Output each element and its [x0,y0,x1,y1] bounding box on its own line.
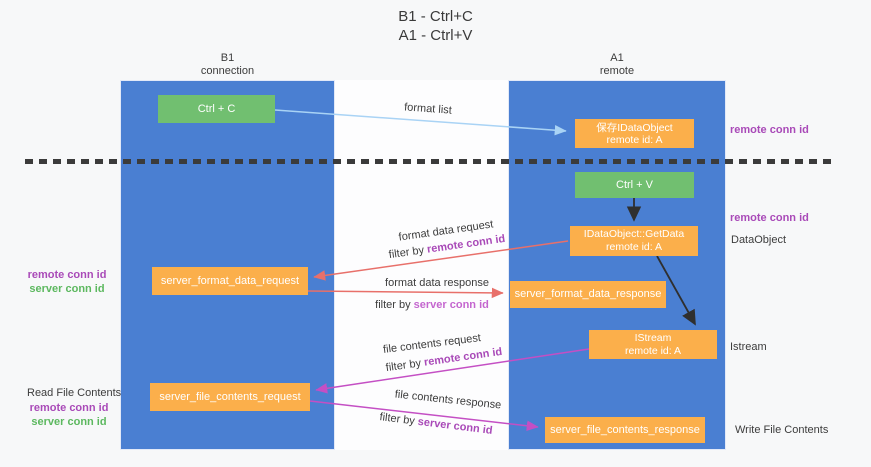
label-remote-conn-id-top: remote conn id [730,124,809,136]
diagram-title: B1 - Ctrl+C A1 - Ctrl+V [0,7,871,45]
label-write-file-contents: Write File Contents [735,424,829,436]
node-istream-line1: IStream [634,331,672,344]
node-ctrl-c: Ctrl + C [158,95,275,123]
node-server-file-contents-request-label: server_file_contents_request [159,390,301,403]
lane-a1-subtitle: remote [599,65,635,77]
label-remote-conn-id-mid: remote conn id [730,212,809,224]
label-filter-server-conn-id-1: server conn id [413,299,489,311]
node-save-idataobject-line1: 保存IDataObject [596,121,673,134]
node-server-format-data-request: server_format_data_request [152,267,308,295]
node-ctrl-v: Ctrl + V [575,172,694,198]
label-remote-conn-id-left2: remote conn id [29,402,109,414]
node-save-idataobject-line2: remote id: A [606,133,663,146]
label-filter-by-text-2: filter by [375,299,414,311]
lane-b1-name: B1 [220,52,235,64]
lane-b1-header: B1 connection [120,52,335,78]
label-conn-ids-file: remote conn id server conn id [28,401,110,429]
node-istream: IStream remote id: A [589,330,717,359]
dashed-divider [25,159,833,164]
label-read-file-contents: Read File Contents [27,387,122,399]
node-save-idataobject: 保存IDataObject remote id: A [575,119,694,148]
lane-b1-subtitle: connection [200,65,255,77]
label-server-conn-id-left2: server conn id [31,416,107,428]
label-server-conn-id-left1: server conn id [29,283,105,295]
label-dataobject: DataObject [731,234,787,246]
node-idataobject-getdata: IDataObject::GetData remote id: A [570,226,698,256]
node-server-format-data-request-label: server_format_data_request [160,274,300,287]
node-server-file-contents-response: server_file_contents_response [545,417,705,443]
node-ctrl-c-label: Ctrl + C [197,102,236,115]
lane-a1-header: A1 remote [508,52,726,78]
node-server-format-data-response-label: server_format_data_response [514,288,662,300]
node-getdata-line1: IDataObject::GetData [583,228,685,240]
node-istream-line2: remote id: A [624,344,682,357]
node-server-file-contents-request: server_file_contents_request [150,383,310,411]
node-getdata-line2: remote id: A [605,241,663,253]
label-filter-by-server-1: filter by server conn id [375,299,489,311]
label-remote-conn-id-left1: remote conn id [27,269,107,281]
label-format-data-response: format data response [385,277,489,289]
label-conn-ids-format: remote conn id server conn id [26,268,108,296]
lane-a1-name: A1 [610,52,624,64]
diagram-title-line1: B1 - Ctrl+C [398,8,473,25]
node-server-format-data-response: server_format_data_response [510,281,666,308]
node-ctrl-v-label: Ctrl + V [616,178,653,191]
node-server-file-contents-response-label: server_file_contents_response [550,423,700,436]
diagram-title-line2: A1 - Ctrl+V [398,27,473,44]
label-istream: Istream [730,341,767,353]
